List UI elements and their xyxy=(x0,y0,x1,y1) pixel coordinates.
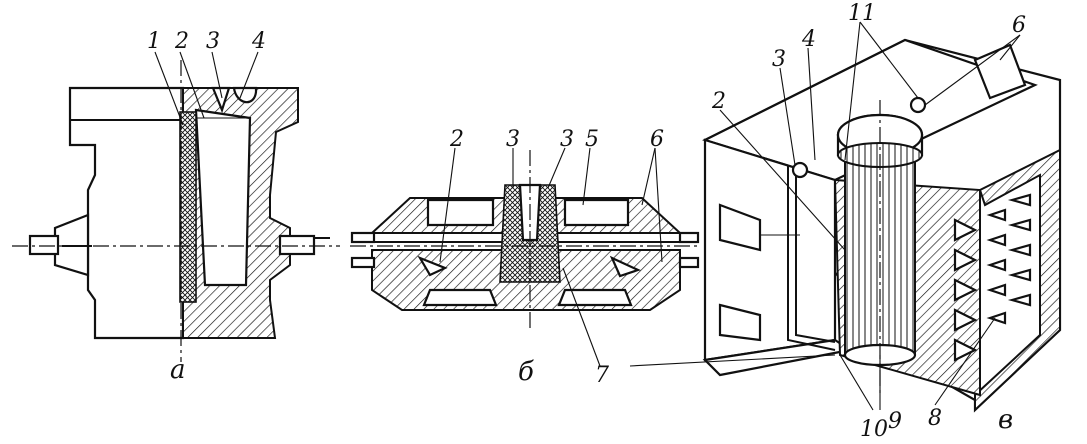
callout-c-2: 2 xyxy=(711,89,726,114)
callout-a-1: 1 xyxy=(147,29,161,54)
panel-a-left-pin xyxy=(28,234,60,256)
panel-c-mold-isometric xyxy=(629,21,1062,413)
callout-b-2: 2 xyxy=(449,127,464,152)
panel-b-caption: б xyxy=(518,357,534,387)
panel-a-left-body xyxy=(68,86,185,340)
callout-a-2: 2 xyxy=(174,29,189,54)
callout-b-3b: 3 xyxy=(560,127,574,152)
callout-c-6: 6 xyxy=(1012,13,1026,38)
panel-a-core xyxy=(194,108,252,287)
panel-a-insert xyxy=(179,111,197,303)
callout-c-11: 11 xyxy=(848,1,876,26)
panel-a-right-pin xyxy=(278,234,316,256)
callout-b-7: 7 xyxy=(595,363,609,388)
callout-c-9: 9 xyxy=(888,409,902,434)
panel-a-caption: а xyxy=(170,355,186,385)
callout-a-4: 4 xyxy=(251,29,266,54)
panel-b-mold-section xyxy=(350,147,700,367)
callout-a-3: 3 xyxy=(206,29,220,54)
callout-b-3a: 3 xyxy=(506,127,520,152)
callout-c-10: 10 xyxy=(860,417,888,442)
panel-c-caption: в xyxy=(998,405,1013,435)
callout-c-3: 3 xyxy=(772,47,786,72)
panel-a-mold-section xyxy=(12,51,340,362)
callout-b-6: 6 xyxy=(650,127,664,152)
callout-c-8: 8 xyxy=(928,406,942,431)
panel-c-cones xyxy=(986,193,1032,325)
callout-c-4: 4 xyxy=(801,27,816,52)
callout-b-5: 5 xyxy=(585,127,599,152)
